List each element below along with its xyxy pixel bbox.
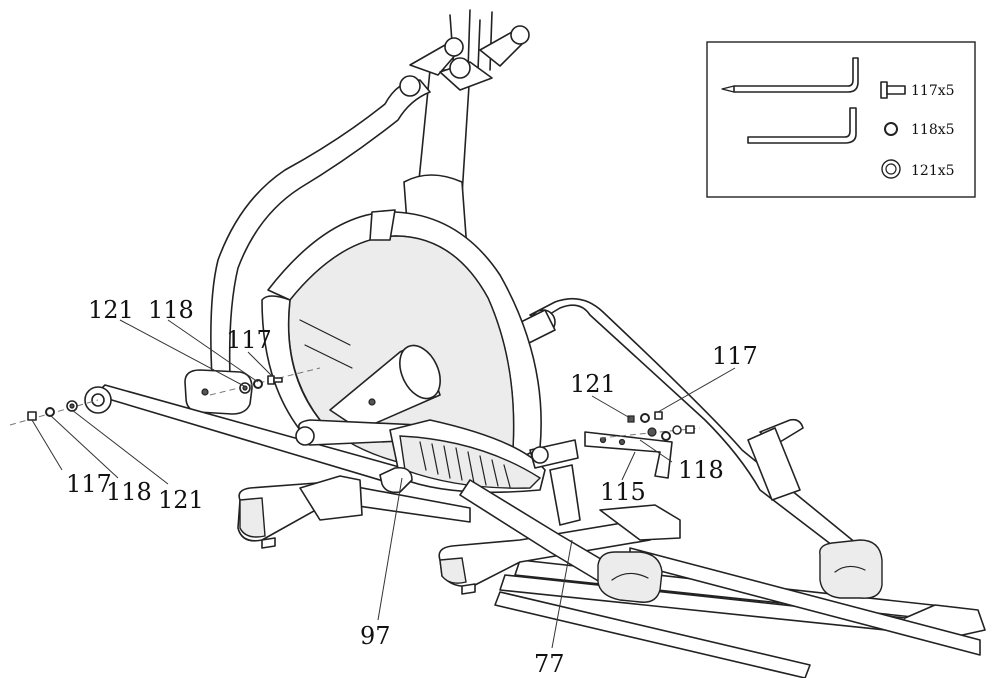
left-pedal-arm-assembly	[84, 384, 663, 603]
bracket-115	[584, 431, 673, 479]
callout-77: 77	[534, 650, 565, 678]
callout-labels: 121 118 117 117 118 121 121 117 118 115 …	[66, 296, 758, 678]
hardware-kit-panel: 117x5 118x5 121x5	[706, 41, 976, 198]
spacer-121-icon	[881, 159, 901, 179]
callout-118-left-upper: 118	[148, 296, 194, 324]
callout-121-right: 121	[570, 370, 616, 398]
callout-121-left-upper: 121	[88, 296, 134, 324]
allen-wrench-short-icon	[747, 107, 857, 144]
washer-118-icon	[884, 122, 898, 136]
crank-arm	[329, 344, 441, 431]
front-stabilizer	[237, 475, 681, 595]
callout-118-right: 118	[678, 456, 724, 484]
callout-121-left-lower: 121	[158, 486, 204, 514]
washer-quantity: 118x5	[911, 122, 955, 138]
callout-118-left-lower: 118	[106, 478, 152, 506]
spacer-quantity: 121x5	[911, 163, 955, 179]
allen-wrench-long-icon	[721, 57, 859, 93]
callout-117-right: 117	[712, 342, 758, 370]
callout-115: 115	[600, 478, 646, 506]
right-handlebar-arm	[504, 297, 883, 599]
callout-117-left-lower: 117	[66, 470, 112, 498]
rear-floor-rails	[494, 547, 986, 678]
left-lower-hardware	[9, 399, 99, 426]
leader-lines	[31, 319, 736, 649]
callout-97: 97	[360, 622, 391, 650]
callout-117-left-upper: 117	[226, 326, 272, 354]
bolt-quantity: 117x5	[911, 83, 955, 99]
bolt-117-icon	[880, 81, 906, 99]
